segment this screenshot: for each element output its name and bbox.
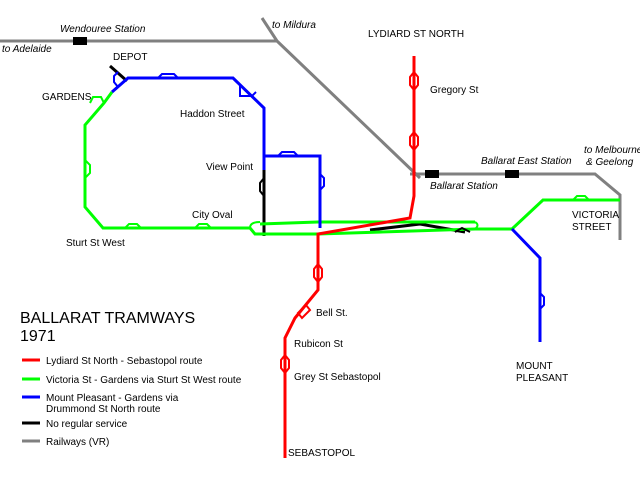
depot-spur xyxy=(109,64,128,83)
legend: BALLARAT TRAMWAYS 1971 Lydiard St North … xyxy=(20,310,242,448)
label-view-point: View Point xyxy=(206,162,253,173)
label-street: STREET xyxy=(572,222,611,233)
blue-loop-mount-pleasant xyxy=(539,292,545,310)
legend-text-black: No regular service xyxy=(46,419,128,430)
ballarat-station-marker xyxy=(425,170,439,178)
ballarat-east-station-marker xyxy=(505,170,519,178)
red-route xyxy=(280,56,419,458)
place-labels: Wendouree Station to Adelaide to Mildura… xyxy=(2,20,640,459)
city-loop-east xyxy=(474,221,479,230)
label-ballarat-east-station: Ballarat East Station xyxy=(481,156,572,167)
label-to-melbourne: to Melbourne xyxy=(584,145,640,156)
label-city-oval: City Oval xyxy=(192,210,233,221)
map-title: BALLARAT TRAMWAYS xyxy=(20,310,195,327)
passing-loop-black xyxy=(259,177,265,197)
green-loop-victoria xyxy=(572,195,590,201)
map-year: 1971 xyxy=(20,328,56,345)
red-loop-bell xyxy=(296,303,312,320)
blue-loop-view-point xyxy=(277,151,299,157)
blue-route-mount-pleasant xyxy=(510,227,542,342)
label-pleasant: PLEASANT xyxy=(516,373,568,384)
label-and-geelong: & Geelong xyxy=(586,157,634,168)
label-bell-st: Bell St. xyxy=(316,308,348,319)
label-sebastopol: SEBASTOPOL xyxy=(288,448,356,459)
label-gregory-st: Gregory St xyxy=(430,85,479,96)
blue-loop-gardens xyxy=(113,71,119,88)
green-route-line xyxy=(83,91,620,236)
red-loop-north xyxy=(409,130,419,152)
label-rubicon-st: Rubicon St xyxy=(294,339,343,350)
blue-loop-drummond xyxy=(319,173,325,191)
railway-melbourne-line xyxy=(410,172,622,240)
blue-route xyxy=(111,71,545,342)
blue-loop-depot xyxy=(157,73,179,79)
blue-route-drummond-st xyxy=(264,154,322,228)
blue-route-north-loop xyxy=(111,76,266,170)
legend-text-green: Victoria St - Gardens via Sturt St West … xyxy=(46,375,242,386)
label-depot: DEPOT xyxy=(113,52,147,63)
railways xyxy=(0,17,622,240)
label-victoria: VICTORIA xyxy=(572,210,619,221)
red-loop-south xyxy=(313,262,323,284)
label-ballarat-station: Ballarat Station xyxy=(430,181,498,192)
green-route-inner-line xyxy=(259,220,475,226)
green-loop-oval xyxy=(194,223,212,229)
label-haddon-street: Haddon Street xyxy=(180,109,245,120)
legend-text-blue-line2: Drummond St North route xyxy=(46,404,161,415)
green-loop-sturt xyxy=(124,223,142,229)
city-loop-west xyxy=(249,221,261,229)
wendouree-station-marker xyxy=(73,37,87,45)
blue-loop-haddon xyxy=(239,84,257,97)
green-route xyxy=(83,91,620,236)
legend-text-red: Lydiard St North - Sebastopol route xyxy=(46,356,203,367)
label-mount: MOUNT xyxy=(516,361,553,372)
city-black-loop xyxy=(454,226,471,233)
legend-text-blue: Mount Pleasant - Gardens via xyxy=(46,393,179,404)
railway-mildura-line xyxy=(260,17,422,180)
green-loop-gardens xyxy=(89,96,105,104)
red-loop-gregory xyxy=(409,70,419,92)
label-lydiard-st-north: LYDIARD ST NORTH xyxy=(368,29,464,40)
label-grey-st-sebastopol: Grey St Sebastopol xyxy=(294,372,381,383)
legend-text-grey: Railways (VR) xyxy=(46,437,109,448)
label-gardens: GARDENS xyxy=(42,92,92,103)
red-loop-rubicon xyxy=(280,353,290,375)
label-to-adelaide: to Adelaide xyxy=(2,44,52,55)
label-sturt-st-west: Sturt St West xyxy=(66,238,125,249)
label-wendouree-station: Wendouree Station xyxy=(60,24,146,35)
label-to-mildura: to Mildura xyxy=(272,20,316,31)
red-route-line xyxy=(283,56,416,458)
green-loop-west xyxy=(84,159,91,179)
